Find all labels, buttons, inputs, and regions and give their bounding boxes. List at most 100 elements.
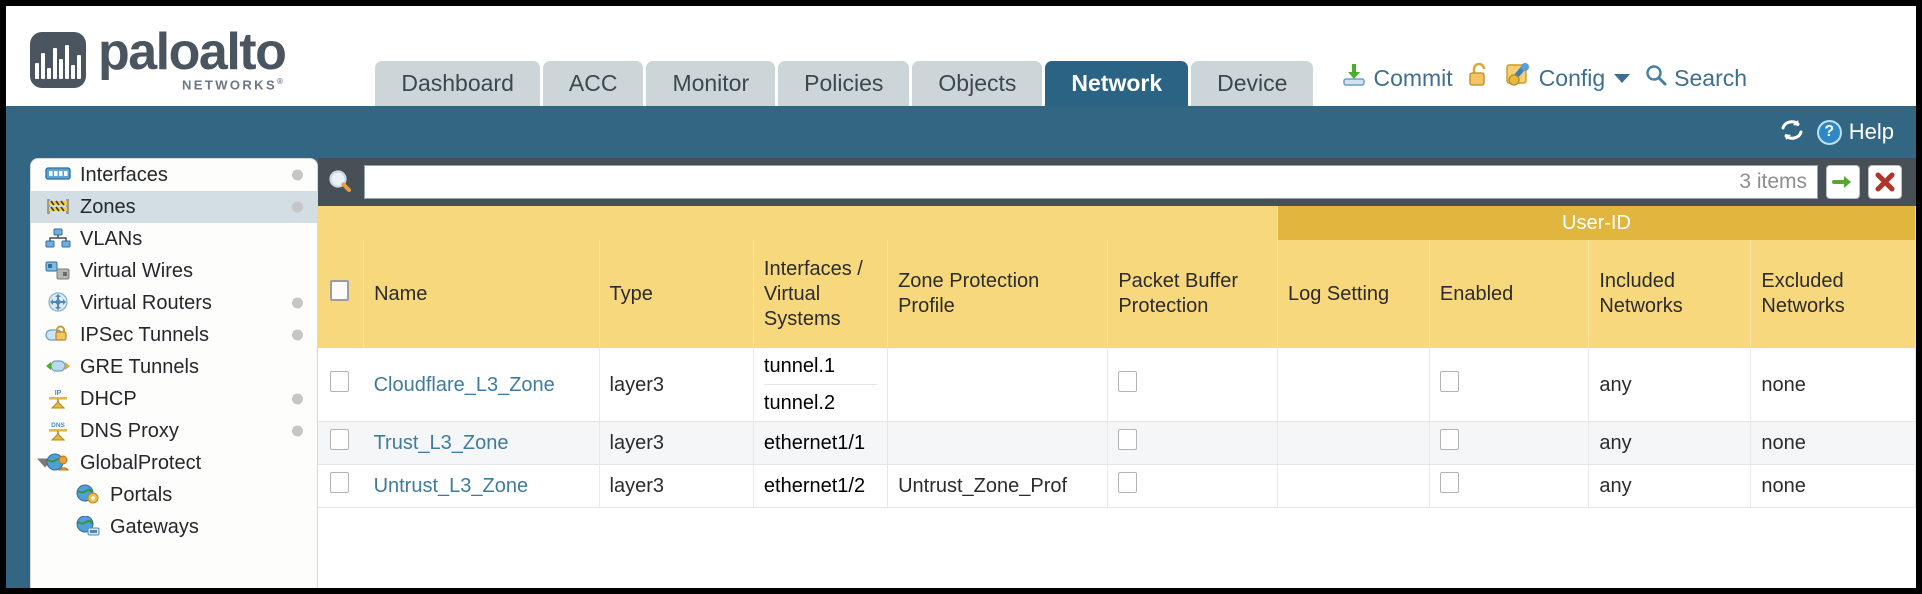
help-icon: ? xyxy=(1816,119,1842,145)
select-all-checkbox[interactable] xyxy=(330,280,349,301)
cell-excluded-networks: none xyxy=(1750,464,1916,508)
table-row[interactable]: Cloudflare_L3_Zone layer3 tunnel.1 tunne… xyxy=(318,348,1916,422)
sidebar-item-gre-tunnels[interactable]: GRE Tunnels xyxy=(31,351,317,383)
sidebar-item-dns-proxy[interactable]: DNS DNS Proxy xyxy=(31,415,317,447)
cell-packet-buffer-protection xyxy=(1107,464,1278,508)
userid-enabled-checkbox[interactable] xyxy=(1439,370,1459,392)
column-header-zone-protection-profile[interactable]: Zone Protection Profile xyxy=(887,240,1109,348)
sub-toolbar: ? Help xyxy=(6,106,1916,158)
sidebar-item-label: IPSec Tunnels xyxy=(80,323,209,346)
brand-logo: paloalto NETWORKS® xyxy=(6,22,287,106)
tab-device[interactable]: Device xyxy=(1191,61,1314,106)
tab-dashboard[interactable]: Dashboard xyxy=(375,61,540,106)
column-header-log-setting[interactable]: Log Setting xyxy=(1277,240,1430,348)
config-menu[interactable]: Config xyxy=(1505,62,1631,94)
zone-name-link[interactable]: Cloudflare_L3_Zone xyxy=(373,373,555,396)
tab-network[interactable]: Network xyxy=(1045,61,1189,106)
cell-interfaces: ethernet1/2 xyxy=(753,464,889,508)
expander-triangle-icon[interactable] xyxy=(37,458,53,468)
row-checkbox[interactable] xyxy=(330,472,349,493)
cell-excluded-networks: none xyxy=(1750,348,1916,422)
cell-interfaces: ethernet1/1 xyxy=(753,421,889,465)
search-label: Search xyxy=(1674,64,1748,91)
row-select-cell xyxy=(318,421,364,465)
sidebar-item-label: DNS Proxy xyxy=(80,419,179,442)
status-dot xyxy=(292,201,303,213)
cell-type: layer3 xyxy=(599,464,754,508)
sidebar-item-globalprotect[interactable]: GlobalProtect xyxy=(31,447,317,479)
sidebar-item-dhcp[interactable]: IP DHCP xyxy=(31,383,317,415)
svg-text:IP: IP xyxy=(55,390,62,397)
column-header-enabled[interactable]: Enabled xyxy=(1429,240,1590,348)
zone-name-link[interactable]: Trust_L3_Zone xyxy=(373,432,509,454)
item-count-label: 3 items xyxy=(1739,170,1807,193)
commit-label: Commit xyxy=(1373,64,1453,91)
column-header-interfaces[interactable]: Interfaces / Virtual Systems xyxy=(753,240,889,348)
group-header-userid: User-ID xyxy=(1277,206,1916,240)
config-icon xyxy=(1505,62,1533,94)
search-input[interactable] xyxy=(365,166,1740,198)
apply-filter-button[interactable] xyxy=(1826,165,1860,199)
sidebar-item-vlans[interactable]: VLANs xyxy=(31,223,317,255)
row-checkbox[interactable] xyxy=(330,370,349,392)
sidebar-item-interfaces[interactable]: Interfaces xyxy=(31,159,317,191)
cell-packet-buffer-protection xyxy=(1107,421,1278,465)
row-checkbox[interactable] xyxy=(330,429,349,450)
cell-zone-protection-profile: Untrust_Zone_Prof xyxy=(887,464,1109,508)
packet-buffer-protection-checkbox[interactable] xyxy=(1118,472,1138,493)
packet-buffer-protection-checkbox[interactable] xyxy=(1118,429,1138,450)
row-select-cell xyxy=(318,464,364,508)
cell-userid-enabled xyxy=(1429,421,1590,465)
sidebar-item-virtual-routers[interactable]: Virtual Routers xyxy=(31,287,317,319)
cell-included-networks: any xyxy=(1588,421,1752,465)
cell-included-networks: any xyxy=(1588,464,1752,508)
search-button[interactable]: Search xyxy=(1644,63,1747,93)
cell-log-setting xyxy=(1277,348,1430,422)
table-row[interactable]: Untrust_L3_Zone layer3 ethernet1/2 Untru… xyxy=(318,464,1916,508)
dhcp-icon: IP xyxy=(45,388,71,410)
lock-icon[interactable] xyxy=(1467,62,1491,94)
app-header: paloalto NETWORKS® Dashboard ACC Monitor… xyxy=(6,6,1916,106)
zones-icon xyxy=(45,196,71,218)
sidebar-item-label: VLANs xyxy=(80,227,143,250)
status-dot xyxy=(292,393,303,405)
interface-entry: ethernet1/2 xyxy=(763,475,866,497)
packet-buffer-protection-checkbox[interactable] xyxy=(1118,370,1138,392)
column-header-packet-buffer-protection[interactable]: Packet Buffer Protection xyxy=(1107,240,1278,348)
tab-objects[interactable]: Objects xyxy=(912,61,1043,106)
virtual-wires-icon xyxy=(45,260,71,282)
filter-bar: 3 items xyxy=(318,158,1916,206)
sidebar-item-portals[interactable]: Portals xyxy=(31,479,317,511)
refresh-icon[interactable] xyxy=(1779,118,1805,147)
userid-enabled-checkbox[interactable] xyxy=(1439,472,1459,493)
zones-panel: 3 items xyxy=(318,158,1916,588)
cell-packet-buffer-protection xyxy=(1107,348,1278,422)
cell-name: Cloudflare_L3_Zone xyxy=(363,348,600,422)
globalprotect-icon xyxy=(45,452,71,474)
column-header-excluded-networks[interactable]: Excluded Networks xyxy=(1750,240,1916,348)
help-button[interactable]: ? Help xyxy=(1816,119,1894,145)
cell-zone-protection-profile xyxy=(887,348,1109,422)
cell-name: Untrust_L3_Zone xyxy=(363,464,600,508)
sidebar-item-zones[interactable]: Zones xyxy=(31,191,317,223)
sidebar-item-gateways[interactable]: Gateways xyxy=(31,511,317,543)
clear-filter-button[interactable] xyxy=(1868,165,1902,199)
tab-monitor[interactable]: Monitor xyxy=(646,61,776,106)
tab-policies[interactable]: Policies xyxy=(778,61,910,106)
filter-input-wrapper[interactable]: 3 items xyxy=(364,165,1818,199)
sidebar-item-virtual-wires[interactable]: Virtual Wires xyxy=(31,255,317,287)
commit-button[interactable]: Commit xyxy=(1341,62,1453,94)
brand-name: paloalto xyxy=(98,22,287,81)
virtual-routers-icon xyxy=(45,292,71,314)
table-row[interactable]: Trust_L3_Zone layer3 ethernet1/1 xyxy=(318,421,1916,465)
filter-search-icon[interactable] xyxy=(326,167,356,197)
column-header-included-networks[interactable]: Included Networks xyxy=(1588,240,1752,348)
sidebar-item-ipsec-tunnels[interactable]: IPSec Tunnels xyxy=(31,319,317,351)
ipsec-tunnels-icon xyxy=(45,324,71,346)
column-header-type[interactable]: Type xyxy=(599,240,754,348)
group-header-row: User-ID xyxy=(318,206,1916,240)
userid-enabled-checkbox[interactable] xyxy=(1439,429,1459,450)
tab-acc[interactable]: ACC xyxy=(542,61,644,106)
column-header-name[interactable]: Name xyxy=(363,240,600,348)
zone-name-link[interactable]: Untrust_L3_Zone xyxy=(373,475,529,497)
